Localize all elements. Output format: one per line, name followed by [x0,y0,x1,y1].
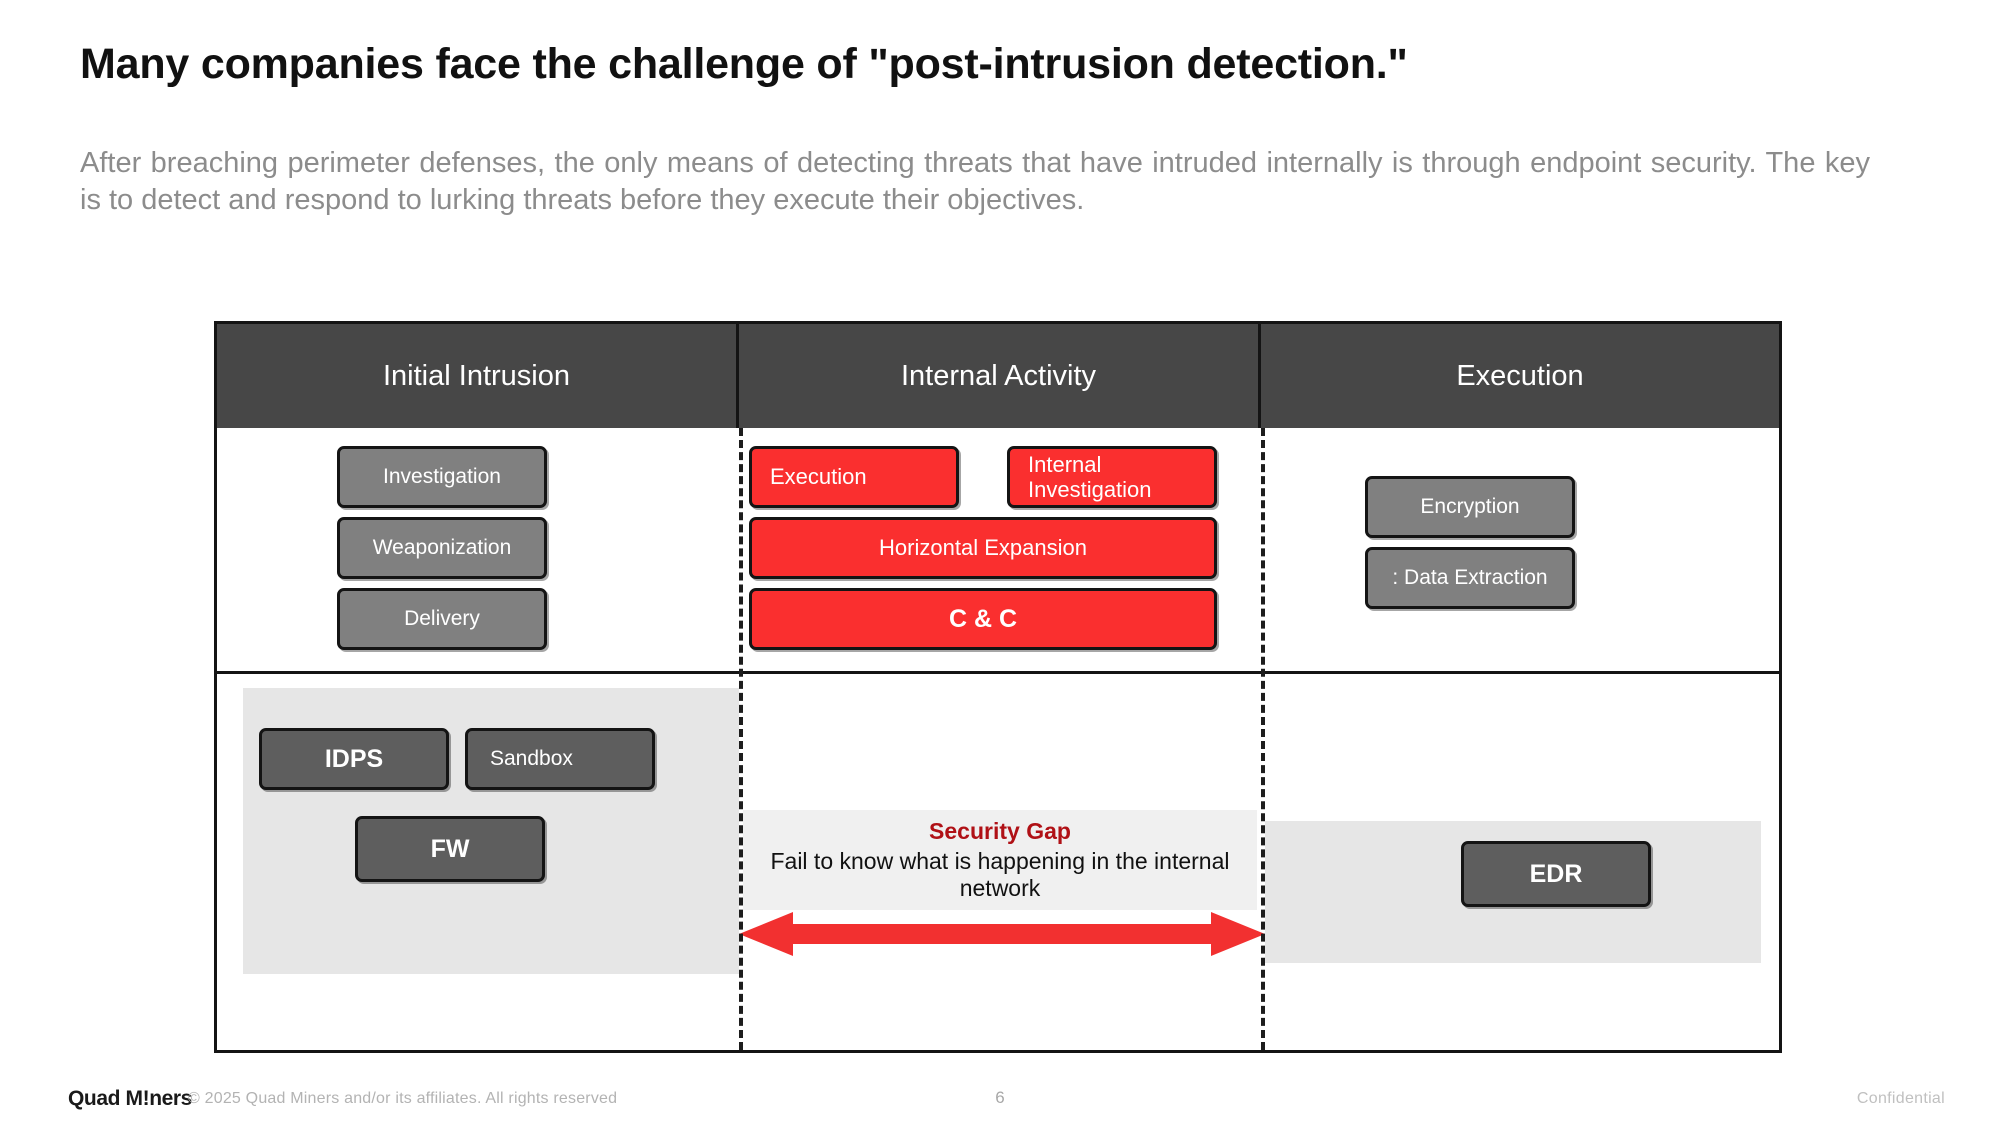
column-divider-1 [739,428,743,1050]
logo-text-pre: Quad M [68,1087,143,1110]
defense-box-idps[interactable]: IDPS [259,728,449,790]
stage-box-c-and-c[interactable]: C & C [749,588,1217,650]
page-subtitle: After breaching perimeter defenses, the … [80,147,1870,216]
security-gap-title: Security Gap [929,817,1071,844]
defense-row: IDPS Sandbox FW Security Gap Fail to kno… [217,674,1779,1050]
defense-box-sandbox[interactable]: Sandbox [465,728,655,790]
stage-box-internal-investigation[interactable]: Internal Investigation [1007,446,1217,508]
double-arrow-icon [739,912,1265,956]
attack-lifecycle-diagram: Initial Intrusion Internal Activity Exec… [214,321,1782,1053]
copyright-text: © 2025 Quad Miners and/or its affiliates… [188,1090,618,1107]
stage-box-weaponization[interactable]: Weaponization [337,517,547,579]
logo-text-post: ners [149,1087,192,1110]
confidential-label: Confidential [1856,1090,1945,1107]
stage-box-investigation[interactable]: Investigation [337,446,547,508]
security-gap-callout: Security Gap Fail to know what is happen… [743,810,1257,910]
security-gap-arrow [739,910,1265,958]
quad-miners-logo: Quad M!ners [68,1087,192,1111]
column-header-initial-intrusion: Initial Intrusion [217,324,739,428]
security-gap-description: Fail to know what is happening in the in… [770,847,1230,901]
stage-box-delivery[interactable]: Delivery [337,588,547,650]
column-header-internal-activity: Internal Activity [739,324,1261,428]
diagram-header-row: Initial Intrusion Internal Activity Exec… [217,324,1779,428]
attack-stage-row: Investigation Weaponization Delivery Exe… [217,428,1779,674]
stage-box-execution[interactable]: Execution [749,446,959,508]
logo-exclamation-icon: ! [142,1087,150,1110]
page-title: Many companies face the challenge of "po… [80,40,1408,88]
slide-footer: Quad M!ners © 2025 Quad Miners and/or it… [0,1065,2000,1125]
stage-box-data-extraction[interactable]: : Data Extraction [1365,547,1575,609]
defense-box-fw[interactable]: FW [355,816,545,882]
page-number: 6 [995,1088,1005,1107]
stage-box-encryption[interactable]: Encryption [1365,476,1575,538]
defense-box-edr[interactable]: EDR [1461,841,1651,907]
stage-box-horizontal-expansion[interactable]: Horizontal Expansion [749,517,1217,579]
column-divider-2 [1261,428,1265,1050]
column-header-execution: Execution [1261,324,1779,428]
